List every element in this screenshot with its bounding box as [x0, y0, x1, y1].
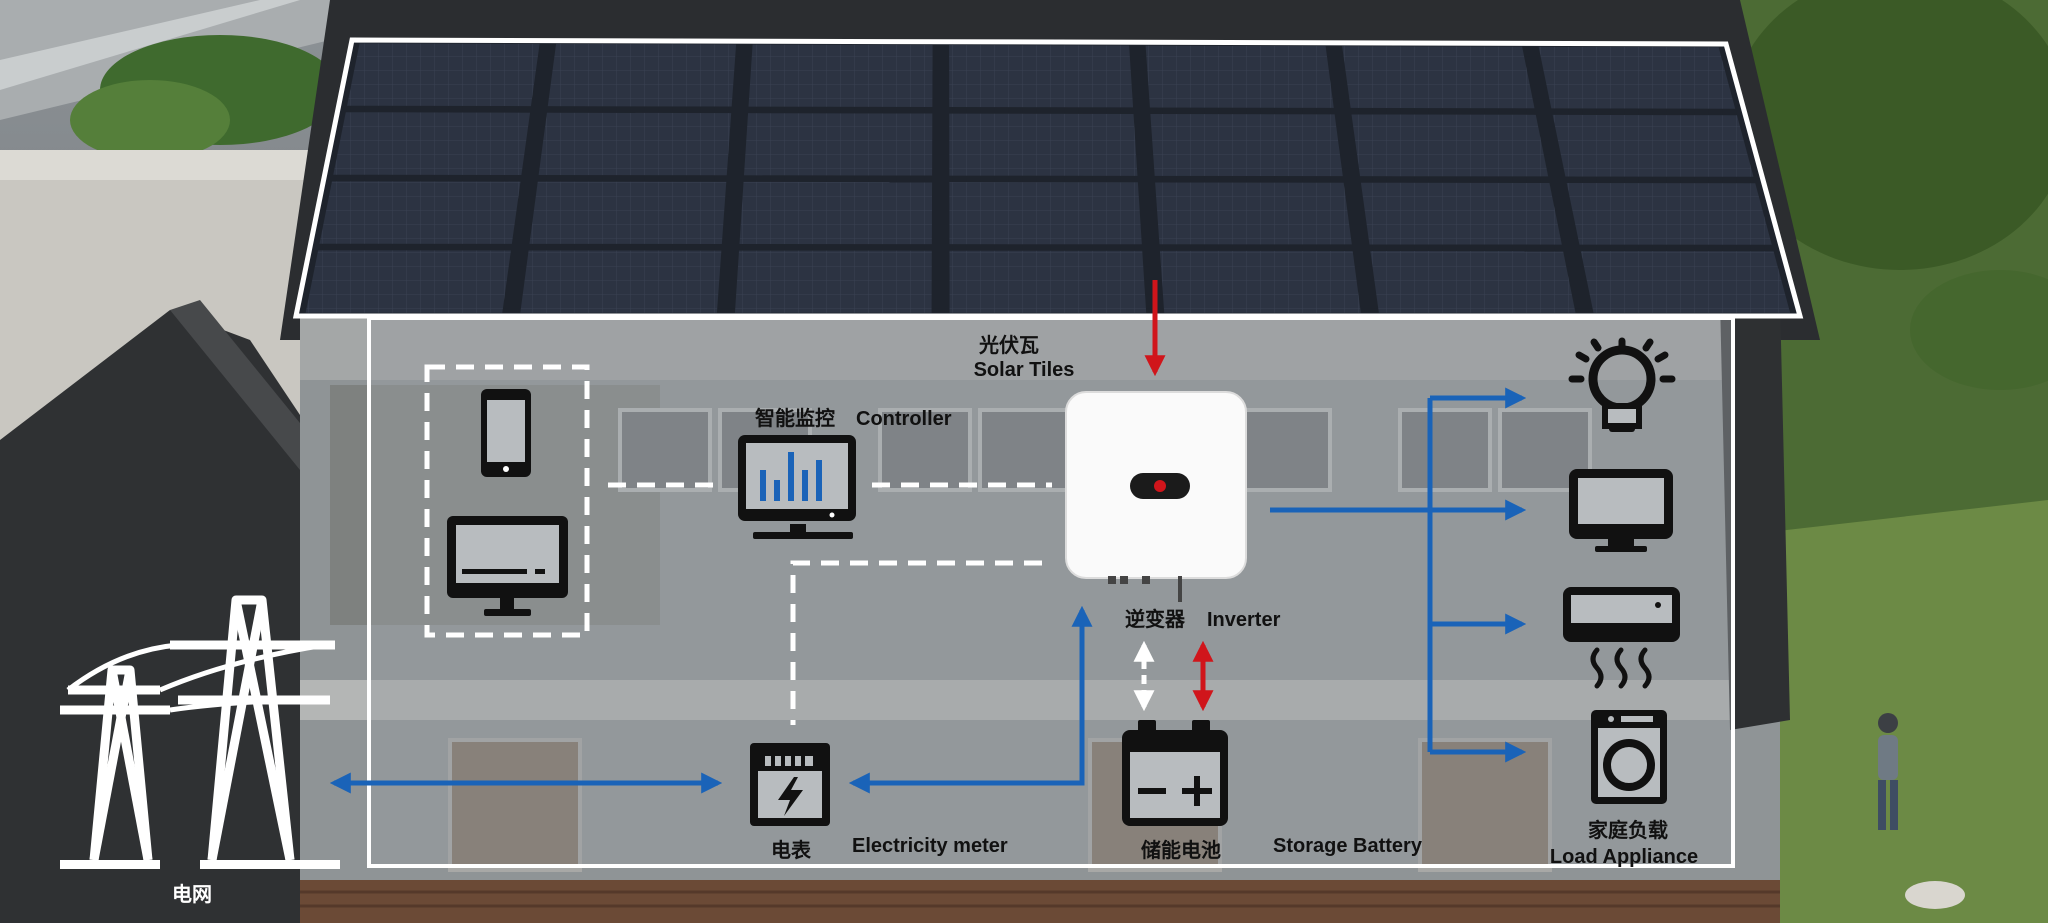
- solar-tile: [734, 250, 932, 313]
- solar-tile: [949, 45, 1134, 108]
- meter-label-en: Electricity meter: [852, 835, 1008, 857]
- washing-machine-icon: [1591, 710, 1667, 804]
- solar-tiles-label-en: Solar Tiles: [974, 359, 1075, 381]
- solar-tile: [748, 44, 933, 107]
- solar-tile: [1552, 114, 1754, 177]
- inverter-label-en: Inverter: [1207, 609, 1281, 631]
- tv-icon: [1569, 469, 1673, 552]
- house-frame: [367, 316, 1735, 868]
- solar-tile: [538, 112, 732, 176]
- solar-tile: [1155, 182, 1352, 245]
- power-tower-icon: [60, 595, 340, 869]
- inverter-meter-arrow: [848, 605, 1093, 794]
- controller-label-zh: 智能监控: [755, 406, 835, 430]
- solar-tile: [547, 43, 737, 107]
- meter-label-zh: 电表: [771, 838, 812, 862]
- solar-tile: [1360, 182, 1562, 245]
- solar-tile: [949, 113, 1138, 176]
- solar-tile: [1351, 114, 1549, 177]
- solar-tile: [949, 250, 1147, 313]
- inverter-logo-icon: [1154, 480, 1166, 492]
- solar-tile: [1538, 46, 1736, 109]
- controller-label-en: Controller: [856, 408, 952, 430]
- solar-tile: [305, 250, 511, 313]
- solar-tiles-label-zh: 光伏瓦: [978, 333, 1039, 357]
- inverter-device: [1065, 391, 1247, 602]
- load-label-zh: 家庭负载: [1588, 818, 1668, 842]
- solar-tile: [1370, 250, 1576, 313]
- data-links: [424, 364, 1052, 725]
- power-flows: [329, 280, 1527, 794]
- dashboard-monitor-icon: [738, 435, 856, 539]
- phone-icon: [481, 389, 531, 477]
- solar-tile: [1159, 250, 1361, 313]
- load-label-en: Load Appliance: [1550, 846, 1698, 868]
- solar-tile: [520, 250, 722, 313]
- air-conditioner-icon: [1563, 587, 1680, 689]
- devices-dashed-box: [424, 364, 590, 638]
- grid-label-zh: 电网: [172, 883, 212, 906]
- solar-tile: [739, 181, 933, 245]
- inverter-label-zh: 逆变器: [1125, 607, 1186, 631]
- battery-label-zh: 储能电池: [1141, 838, 1221, 862]
- solar-tile: [1566, 182, 1772, 245]
- solar-tile: [949, 182, 1142, 245]
- battery-label-en: Storage Battery: [1273, 835, 1423, 857]
- electricity-meter-icon: [750, 743, 830, 826]
- solar-tile: [333, 112, 531, 175]
- solar-tile: [1342, 46, 1535, 109]
- solar-tile: [319, 181, 521, 244]
- solar-tiles-array: [292, 37, 1804, 319]
- battery-icon: [1122, 720, 1228, 826]
- solar-tile: [743, 113, 933, 176]
- monitor-icon: [447, 516, 568, 616]
- solar-tile: [529, 181, 727, 244]
- light-bulb-icon: [1568, 337, 1676, 432]
- solar-tile: [1150, 114, 1343, 177]
- solar-tile: [1145, 45, 1334, 108]
- solar-tile: [1580, 251, 1791, 313]
- solar-tile: [347, 43, 540, 107]
